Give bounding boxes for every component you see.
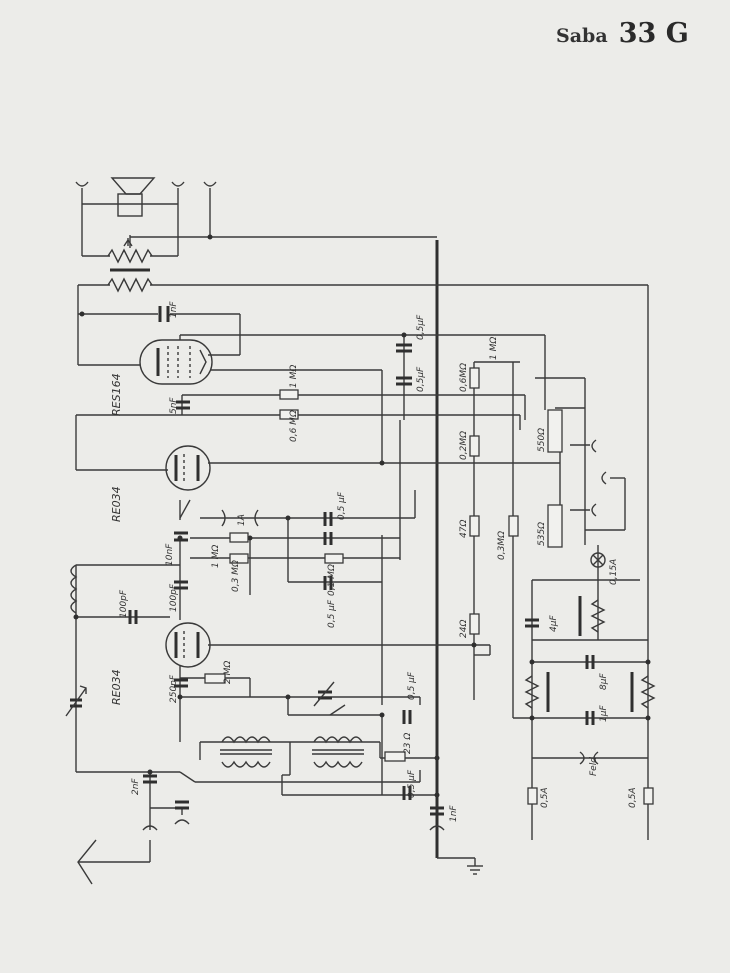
label-lamp: 0,15A [609,559,619,585]
junction-dots [73,234,651,798]
tube-res164-icon [139,339,213,385]
label-1nf-top: 1nF [169,301,179,318]
label-1nf-bottom: 1nF [449,805,459,822]
loudspeaker-icon [110,177,156,217]
page-header: Saba 33 G [556,18,689,49]
switch-band [329,704,346,716]
resistor-02m [469,435,480,457]
label-03m-right: 0,3MΩ [497,531,507,560]
switch-detector [179,499,191,519]
label-fuse-b: 0,5A [628,788,638,808]
model-number: 33 G [618,18,689,49]
variable-capacitor-left [65,685,87,717]
brand-name: Saba [556,25,608,47]
output-transformer [107,238,153,293]
antenna-icon [77,839,151,885]
label-02m: 0,2MΩ [459,431,469,460]
fuse-b-icon [643,787,654,805]
label-5nf: 5nF [169,397,179,414]
capacitor-05uf-pair [396,343,412,386]
label-47: 47Ω [459,520,469,538]
resistor-23 [384,751,406,762]
resistor-01m [324,553,344,564]
pilot-lamp-icon [590,552,606,568]
resistor-550 [547,409,563,453]
variable-capacitor-mid [313,681,335,707]
label-re034-detector: RE034 [110,486,123,522]
fuse-1a-icon [221,509,259,527]
label-23: 23 Ω [403,733,413,754]
resistor-03m-right [508,515,519,537]
antenna-sockets [142,819,445,831]
capacitor-10nf [174,531,188,542]
capacitor-4uf [525,618,539,628]
label-2nf: 2nF [131,778,141,795]
label-1uf: 1μF [599,705,609,722]
capacitor-2nf [143,774,189,810]
capacitor-1uf [585,711,595,725]
capacitor-250pf [174,678,188,688]
label-100pf-b: 100pF [169,583,179,612]
rf-coils-icon [220,736,364,768]
label-05uf-e: 0,5 μF [407,769,417,798]
resistor-1m-right [469,367,480,389]
power-resistors [524,596,656,712]
capacitor-05uf-e [402,786,412,800]
label-1m-top: 1 MΩ [289,365,299,388]
label-05uf-d: 0,5 μF [407,671,417,700]
capacitor-5nf [176,400,190,410]
label-05uf-b: 0,5μF [416,366,426,392]
capacitor-05uf-mid [323,512,333,545]
tube-re034-input-icon [165,622,211,668]
resistor-1m-mid [229,532,249,543]
phone-jacks [591,439,607,517]
capacitor-05uf-low [323,576,333,590]
resistor-47 [469,515,480,537]
resistor-2m [204,673,226,684]
label-8uf: 8μF [599,673,609,690]
label-10nf: 10nF [165,543,175,566]
resistor-06m [279,409,299,420]
capacitor-1nf-bottom [430,806,444,816]
label-535: 535Ω [537,522,547,546]
label-2m: 2 MΩ [223,661,233,684]
label-1m-mid: 1 MΩ [211,545,221,568]
resistor-24 [469,613,480,635]
label-feld: Feld [589,757,599,776]
label-06m: 0,6 MΩ [289,410,299,442]
wiring [75,188,649,875]
label-100pf-a: 100pF [119,589,129,618]
label-4uf: 4μF [549,615,559,632]
capacitor-1nf-top [158,306,170,322]
label-05uf-mid: 0,5 μF [337,491,347,520]
component-labels: 1nF 0,5μF 0,5μF RES164 5nF 1 MΩ 0,6 MΩ 1… [110,301,638,822]
label-06m-right: 0,6MΩ [459,363,469,392]
label-250pf: 250pF [169,674,179,703]
field-coil-terminal [579,751,599,765]
coil-inductor-icon [70,564,78,614]
capacitor-05uf-d [402,710,412,724]
resistor-535 [547,504,563,548]
speaker-terminals [75,181,217,187]
label-550: 550Ω [537,428,547,452]
label-fuse-1a: 1A [237,514,247,526]
fuse-a-icon [527,787,538,805]
label-01m: 0,1 MΩ [327,564,337,596]
label-res164: RES164 [110,373,123,416]
label-05uf-low: 0,5 μF [327,599,337,628]
resistor-1m-top [279,389,299,400]
capacitor-8uf [585,655,595,669]
label-fuse-a: 0,5A [540,788,550,808]
label-re034-input: RE034 [110,669,123,705]
label-24: 24Ω [459,620,469,638]
label-03m: 0,3 MΩ [231,560,241,592]
label-05uf-a: 0,5μF [416,314,426,340]
tube-re034-detector-icon [165,445,211,491]
capacitor-100pf [128,580,188,624]
label-1m-right: 1 MΩ [489,337,499,360]
resistor-03m [229,553,249,564]
